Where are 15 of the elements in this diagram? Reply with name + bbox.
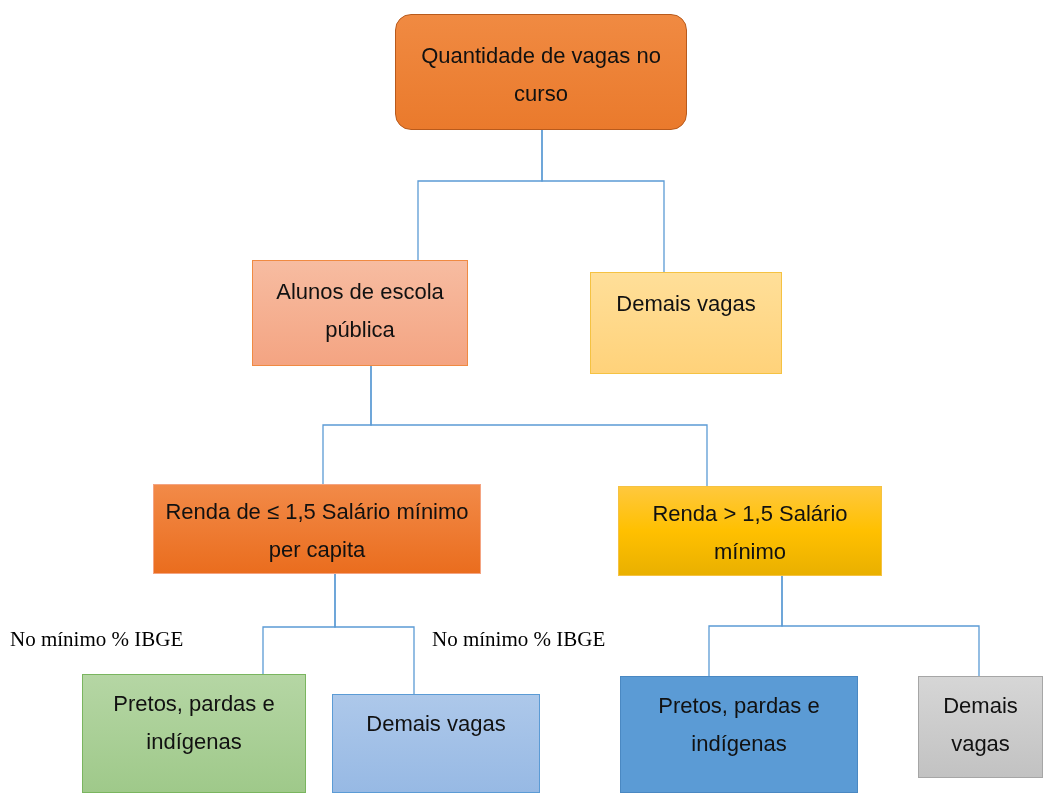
process-box: Demais vagas (590, 272, 782, 374)
process-box: Pretos, pardas e indígenas (620, 676, 858, 793)
process-box: Pretos, pardas e indígenas (82, 674, 306, 793)
connector-line (781, 575, 980, 677)
process-box: Renda > 1,5 Salário mínimo (618, 486, 882, 576)
note-text: No mínimo % IBGE (432, 627, 606, 652)
process-box: Demais vagas (332, 694, 540, 793)
process-box: Alunos de escola pública (252, 260, 468, 366)
note-text: No mínimo % IBGE (10, 627, 184, 652)
process-box: Renda de ≤ 1,5 Salário mínimo per capita (153, 484, 481, 574)
process-box: Demais vagas (918, 676, 1043, 778)
connector-line (541, 129, 665, 273)
connector-line (334, 573, 415, 695)
process-box: Quantidade de vagas no curso (395, 14, 687, 130)
connector-line (370, 365, 708, 487)
